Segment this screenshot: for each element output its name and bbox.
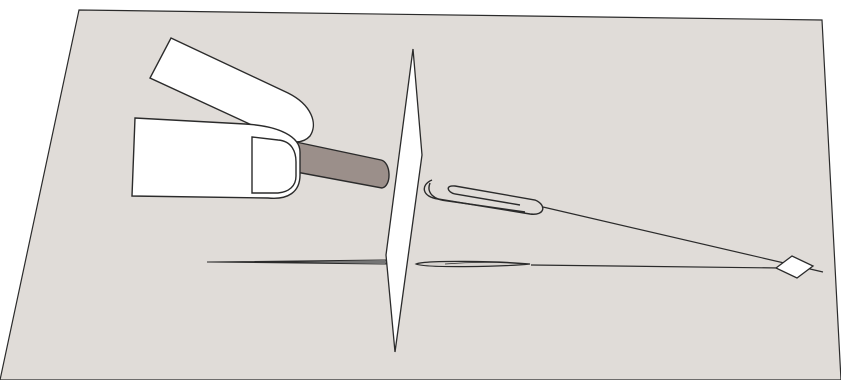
rod bbox=[295, 141, 390, 189]
tabletop-surface bbox=[0, 9, 841, 380]
right-needle-eye bbox=[444, 262, 526, 265]
small-square-marker bbox=[774, 255, 815, 279]
thread-lower bbox=[530, 264, 781, 269]
paperclip bbox=[423, 179, 544, 215]
thumbnail bbox=[251, 136, 297, 194]
vertical-card bbox=[385, 48, 423, 353]
thread-upper bbox=[542, 206, 824, 273]
